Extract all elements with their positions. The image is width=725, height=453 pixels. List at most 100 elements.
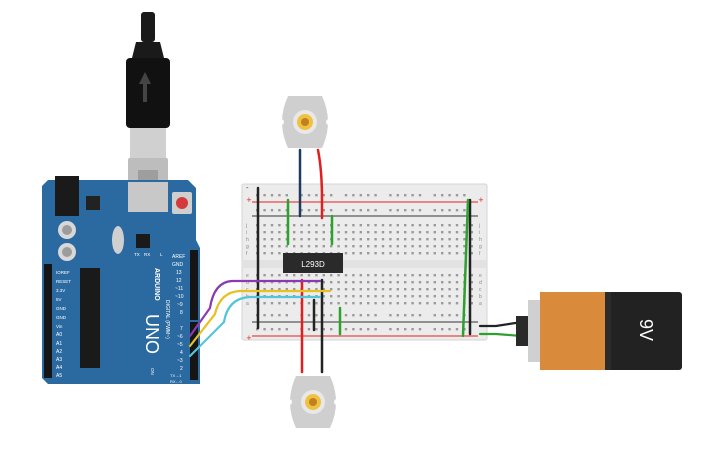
pin-label: RESET <box>56 279 71 284</box>
breadboard-hole <box>322 274 325 277</box>
digital-header-top <box>190 250 198 320</box>
rail-hole <box>352 209 355 212</box>
breadboard-hole <box>455 231 459 234</box>
pin-label: AREF <box>172 254 185 260</box>
rail-hole <box>374 194 377 197</box>
breadboard-hole <box>418 231 422 234</box>
breadboard-hole <box>411 231 414 234</box>
breadboard-hole <box>263 245 266 248</box>
breadboard-hole <box>418 295 422 298</box>
arduino-uno-board[interactable]: IOREF RESET 3.3V 5V GND GND Vin A0 A1 A2… <box>42 176 200 384</box>
led-label-l: L <box>160 252 163 257</box>
breadboard-hole <box>315 238 318 241</box>
rail-hole <box>278 209 281 212</box>
pin-label: ~11 <box>175 286 183 292</box>
rail-hole <box>322 209 325 212</box>
wire-battery-black[interactable] <box>478 320 524 328</box>
breadboard-hole <box>285 302 288 305</box>
breadboard-hole <box>278 245 281 248</box>
dc-motor-top[interactable] <box>278 96 332 148</box>
breadboard-hole <box>285 274 288 277</box>
breadboard-hole <box>285 281 288 284</box>
breadboard-hole <box>455 224 459 227</box>
wire-green[interactable] <box>461 198 470 338</box>
breadboard-hole <box>396 224 399 227</box>
breadboard[interactable]: + + - + j i h g f e d c b a j i h g f e … <box>241 183 488 342</box>
row-label: j <box>478 223 480 229</box>
breadboard-hole <box>367 238 370 241</box>
breadboard-hole <box>278 231 281 234</box>
breadboard-hole <box>352 231 355 234</box>
rail-plus-label: + <box>246 334 252 342</box>
breadboard-hole <box>404 288 407 291</box>
breadboard-hole <box>270 231 274 234</box>
breadboard-hole <box>337 224 340 227</box>
breadboard-hole <box>433 224 436 227</box>
rail-plus-label: + <box>246 196 252 204</box>
breadboard-hole <box>263 224 266 227</box>
rail-hole <box>270 328 274 331</box>
breadboard-hole <box>300 224 303 227</box>
breadboard-hole <box>426 302 429 305</box>
pin-label: ~3 <box>177 358 183 364</box>
rail-hole <box>307 194 311 197</box>
rail-hole <box>330 328 333 331</box>
row-label: d <box>246 280 249 286</box>
wire-yellow[interactable] <box>188 289 332 348</box>
breadboard-hole <box>455 281 459 284</box>
battery-9v[interactable]: 9V <box>516 292 682 370</box>
breadboard-hole <box>470 288 473 291</box>
breadboard-hole <box>455 245 459 248</box>
l293d-chip[interactable]: L293D <box>283 253 343 273</box>
breadboard-hole <box>463 224 466 227</box>
breadboard-hole <box>470 224 473 227</box>
breadboard-hole <box>381 224 385 227</box>
breadboard-hole <box>448 238 451 241</box>
pin-label: 7 <box>180 326 183 332</box>
breadboard-hole <box>270 245 274 248</box>
wire-purple[interactable] <box>188 279 322 338</box>
rail-hole <box>344 194 348 197</box>
breadboard-hole <box>441 302 444 305</box>
rail-hole <box>396 209 399 212</box>
breadboard-hole <box>433 295 436 298</box>
breadboard-hole <box>263 288 266 291</box>
rail-hole <box>396 328 399 331</box>
row-label: c <box>479 287 482 293</box>
breadboard-hole <box>278 224 281 227</box>
breadboard-hole <box>470 281 473 284</box>
breadboard-hole <box>381 245 385 248</box>
breadboard-hole <box>396 302 399 305</box>
rail-hole <box>263 328 266 331</box>
breadboard-hole <box>448 295 451 298</box>
breadboard-hole <box>344 245 348 248</box>
breadboard-hole <box>300 245 303 248</box>
breadboard-hole <box>307 245 311 248</box>
breadboard-hole <box>433 231 436 234</box>
wire-battery-green[interactable] <box>478 332 524 338</box>
rail-hole <box>270 194 274 197</box>
rail-hole <box>322 328 325 331</box>
row-label: d <box>479 280 482 286</box>
breadboard-hole <box>426 224 429 227</box>
breadboard-hole <box>307 302 311 305</box>
breadboard-hole <box>359 281 362 284</box>
rail-hole <box>441 209 444 212</box>
breadboard-hole <box>448 281 451 284</box>
breadboard-hole <box>367 288 370 291</box>
breadboard-hole <box>404 238 407 241</box>
rail-hole <box>441 314 444 317</box>
rail-hole <box>315 314 318 317</box>
rail-hole <box>330 194 333 197</box>
dc-motor-bottom[interactable] <box>286 376 340 428</box>
rail-hole <box>367 328 370 331</box>
breadboard-hole <box>344 288 348 291</box>
breadboard-hole <box>396 295 399 298</box>
wire-red[interactable] <box>316 148 324 220</box>
breadboard-hole <box>411 252 414 255</box>
rail-hole <box>374 314 377 317</box>
breadboard-hole <box>367 245 370 248</box>
wire-cyan[interactable] <box>188 295 322 358</box>
breadboard-hole <box>293 224 296 227</box>
pin-label: ~6 <box>177 334 183 340</box>
